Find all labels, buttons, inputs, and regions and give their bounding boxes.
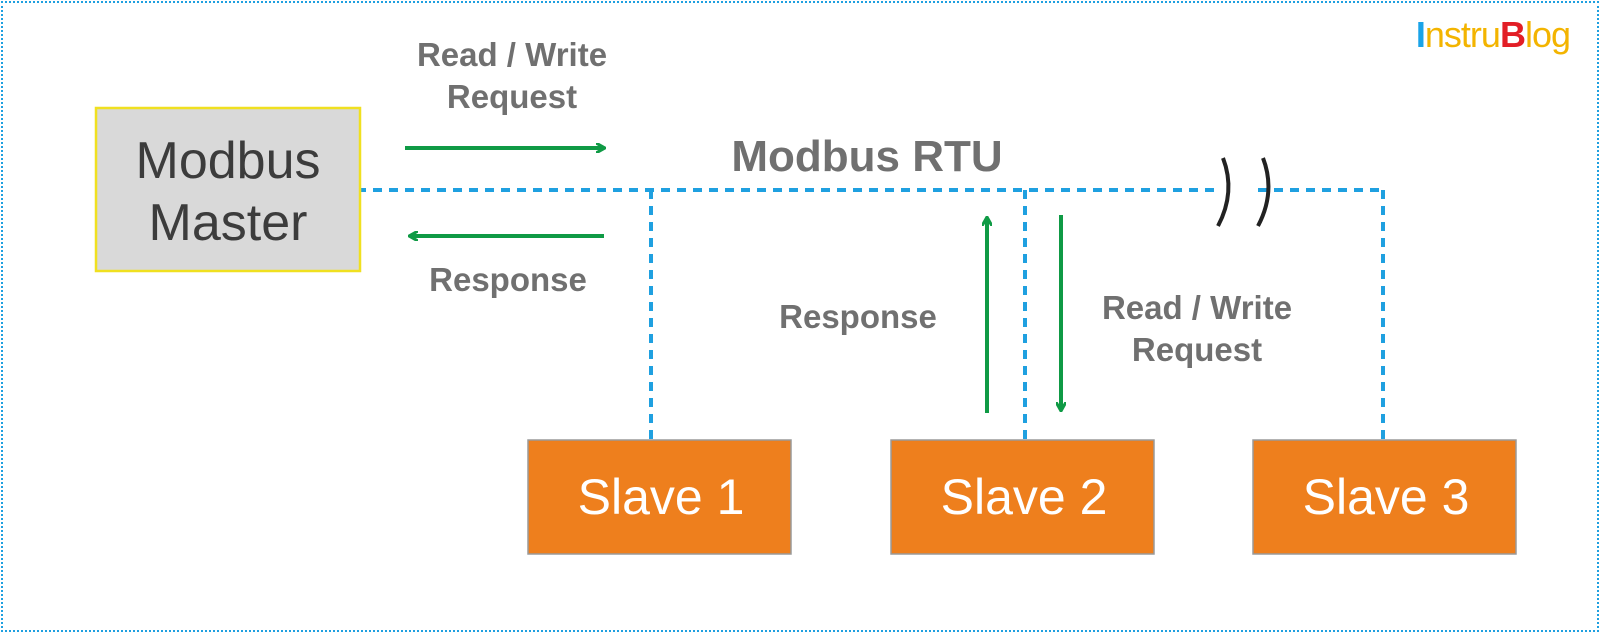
slave2-request-label-line1: Read / Write xyxy=(1102,289,1292,326)
slave3-label: Slave 3 xyxy=(1303,469,1470,525)
modbus-master-box xyxy=(94,106,362,273)
slave1-label: Slave 1 xyxy=(578,469,745,525)
top-response-label: Response xyxy=(429,261,587,298)
instrublog-logo: InstruBlog xyxy=(1415,14,1571,55)
slave2-response-label: Response xyxy=(779,298,937,335)
break-mark-right xyxy=(1256,157,1271,227)
slave2-label: Slave 2 xyxy=(941,469,1108,525)
top-request-label-line2: Request xyxy=(447,78,577,115)
slave1-box xyxy=(527,439,792,555)
slave2-request-label-line2: Request xyxy=(1132,331,1262,368)
master-label-line1: Modbus xyxy=(136,132,321,190)
top-request-label-line1: Read / Write xyxy=(417,36,607,73)
break-symbol xyxy=(1216,157,1271,227)
master-label-line2: Master xyxy=(149,194,308,252)
bus-label: Modbus RTU xyxy=(731,132,1002,181)
slave3-box xyxy=(1252,439,1517,555)
break-mark-left xyxy=(1216,157,1231,227)
bus-lines xyxy=(357,188,1385,440)
slave2-box xyxy=(890,439,1155,555)
